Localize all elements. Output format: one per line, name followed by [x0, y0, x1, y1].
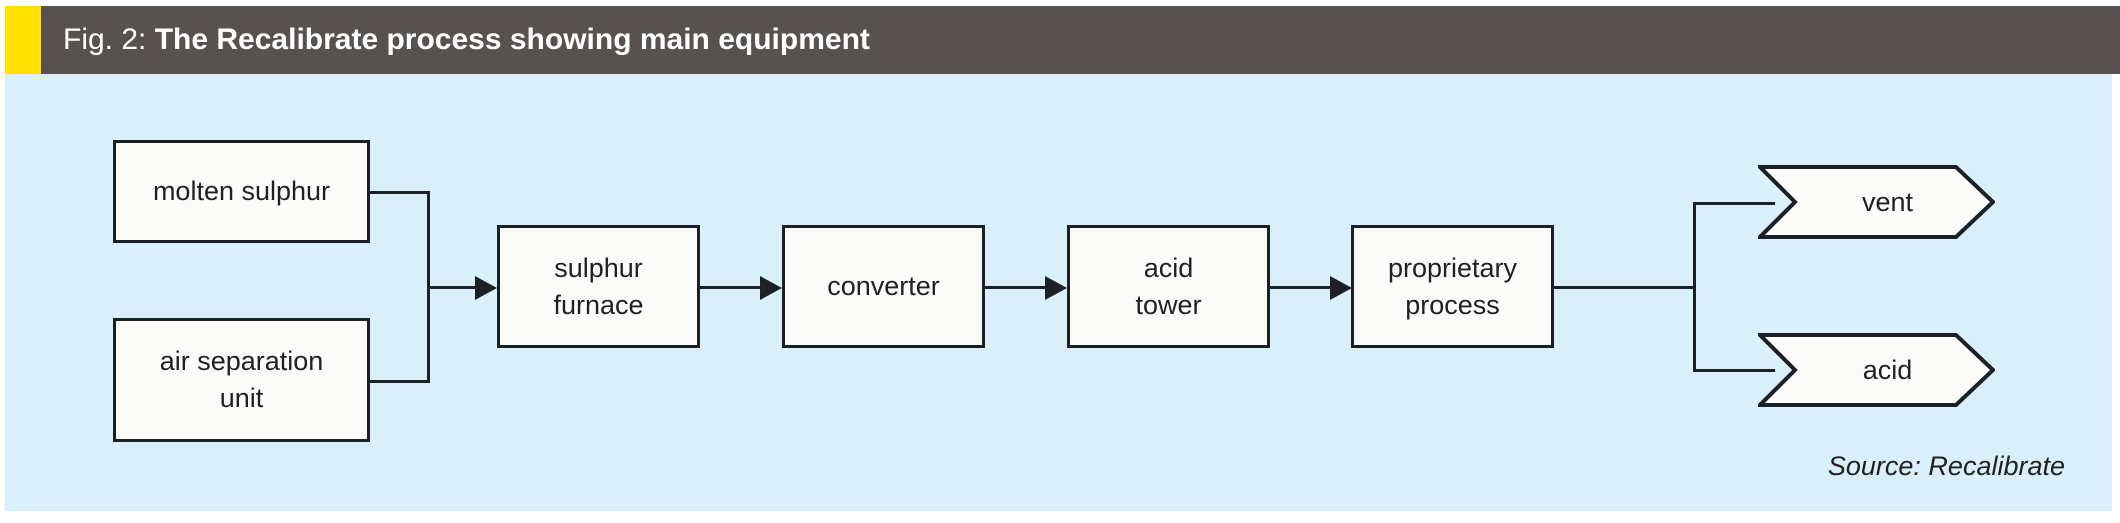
connector-into-sulphur-furnace	[427, 286, 475, 289]
acid-chevron-shape	[1758, 333, 1995, 407]
figure-caption: Fig. 2: The Recalibrate process showing …	[63, 23, 870, 57]
diagram-canvas: molten sulphur air separation unit sulph…	[5, 74, 2112, 511]
node-acid[interactable]: acid	[1758, 333, 1995, 407]
connector-air-separation-out	[370, 380, 430, 383]
figure-header: Fig. 2: The Recalibrate process showing …	[5, 6, 2120, 74]
node-air-separation-unit[interactable]: air separation unit	[113, 318, 370, 442]
node-acid-tower-label: acid tower	[1135, 252, 1202, 320]
node-vent[interactable]: vent	[1758, 165, 1995, 239]
node-acid-label: acid	[1862, 354, 1913, 385]
header-accent-bar	[5, 6, 41, 74]
node-air-separation-unit-label: air separation unit	[159, 346, 324, 413]
arrowhead-acid-tower	[1045, 276, 1067, 300]
node-converter-label: converter	[827, 271, 940, 301]
connector-to-vent	[1693, 202, 1775, 205]
node-converter[interactable]: converter	[782, 225, 985, 348]
connector-furnace-to-converter	[700, 286, 760, 289]
connector-right-split-bar	[1693, 202, 1696, 372]
node-sulphur-furnace-label: sulphur furnace	[553, 252, 644, 320]
source-note: Source: Recalibrate	[1827, 451, 2065, 481]
node-sulphur-furnace[interactable]: sulphur furnace	[497, 225, 700, 348]
node-vent-label: vent	[1861, 186, 1914, 217]
arrowhead-proprietary-process	[1330, 276, 1352, 300]
diagram-panel: molten sulphur air separation unit sulph…	[5, 74, 2112, 511]
node-molten-sulphur[interactable]: molten sulphur	[113, 140, 370, 243]
header-background	[41, 6, 2120, 74]
node-molten-sulphur-label: molten sulphur	[152, 176, 331, 206]
figure-label: Fig. 2:	[63, 23, 147, 56]
node-acid-tower[interactable]: acid tower	[1067, 225, 1270, 348]
connector-converter-to-acid-tower	[985, 286, 1045, 289]
connector-proprietary-out	[1554, 286, 1696, 289]
arrowhead-converter	[760, 276, 782, 300]
connector-to-acid	[1693, 369, 1775, 372]
connector-molten-sulphur-out	[370, 191, 430, 194]
figure-title: The Recalibrate process showing main equ…	[154, 23, 870, 56]
node-proprietary-process[interactable]: proprietary process	[1351, 225, 1554, 348]
node-proprietary-process-label: proprietary process	[1387, 252, 1518, 320]
connector-acid-tower-to-proprietary	[1270, 286, 1330, 289]
arrowhead-sulphur-furnace	[475, 276, 497, 300]
vent-chevron-shape	[1758, 165, 1995, 239]
